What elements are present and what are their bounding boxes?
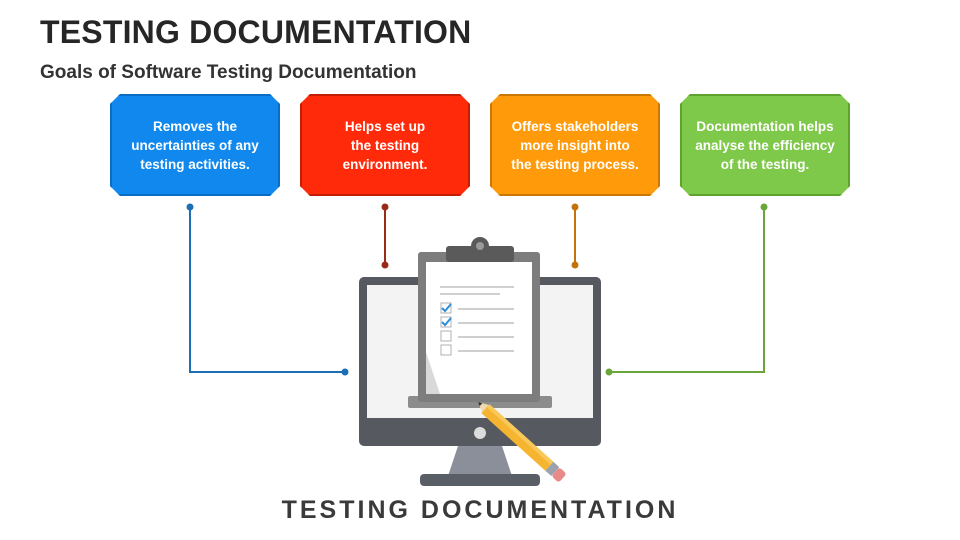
goal-card-4: Documentation helps analyse the efficien… xyxy=(680,94,850,196)
checkbox-icon xyxy=(440,316,514,328)
page-title: TESTING DOCUMENTATION xyxy=(40,14,472,50)
goal-card-3-text: Offers stakeholders more insight into th… xyxy=(511,118,639,172)
goal-card-2: Helps set up the testing environment. xyxy=(300,94,470,196)
goal-card-1: Removes the uncertainties of any testing… xyxy=(110,94,280,196)
goal-card-2-text: Helps set up the testing environment. xyxy=(342,118,428,172)
goal-card-1-text: Removes the uncertainties of any testing… xyxy=(131,118,259,172)
goal-card-4-text: Documentation helps analyse the efficien… xyxy=(695,118,835,172)
connector-4 xyxy=(605,203,768,376)
footer-label: TESTING DOCUMENTATION xyxy=(281,496,679,524)
checkbox-icon xyxy=(440,302,514,314)
connector-3 xyxy=(571,203,579,269)
goal-card-3: Offers stakeholders more insight into th… xyxy=(490,94,660,196)
page-subtitle: Goals of Software Testing Documentation xyxy=(40,62,417,83)
connector-2 xyxy=(381,203,389,269)
clipboard-icon xyxy=(408,237,552,408)
pencil-icon xyxy=(478,402,566,482)
checkbox-icon xyxy=(440,330,514,342)
checklist xyxy=(440,302,514,356)
connector-1 xyxy=(186,203,349,376)
checkbox-icon xyxy=(440,344,514,356)
